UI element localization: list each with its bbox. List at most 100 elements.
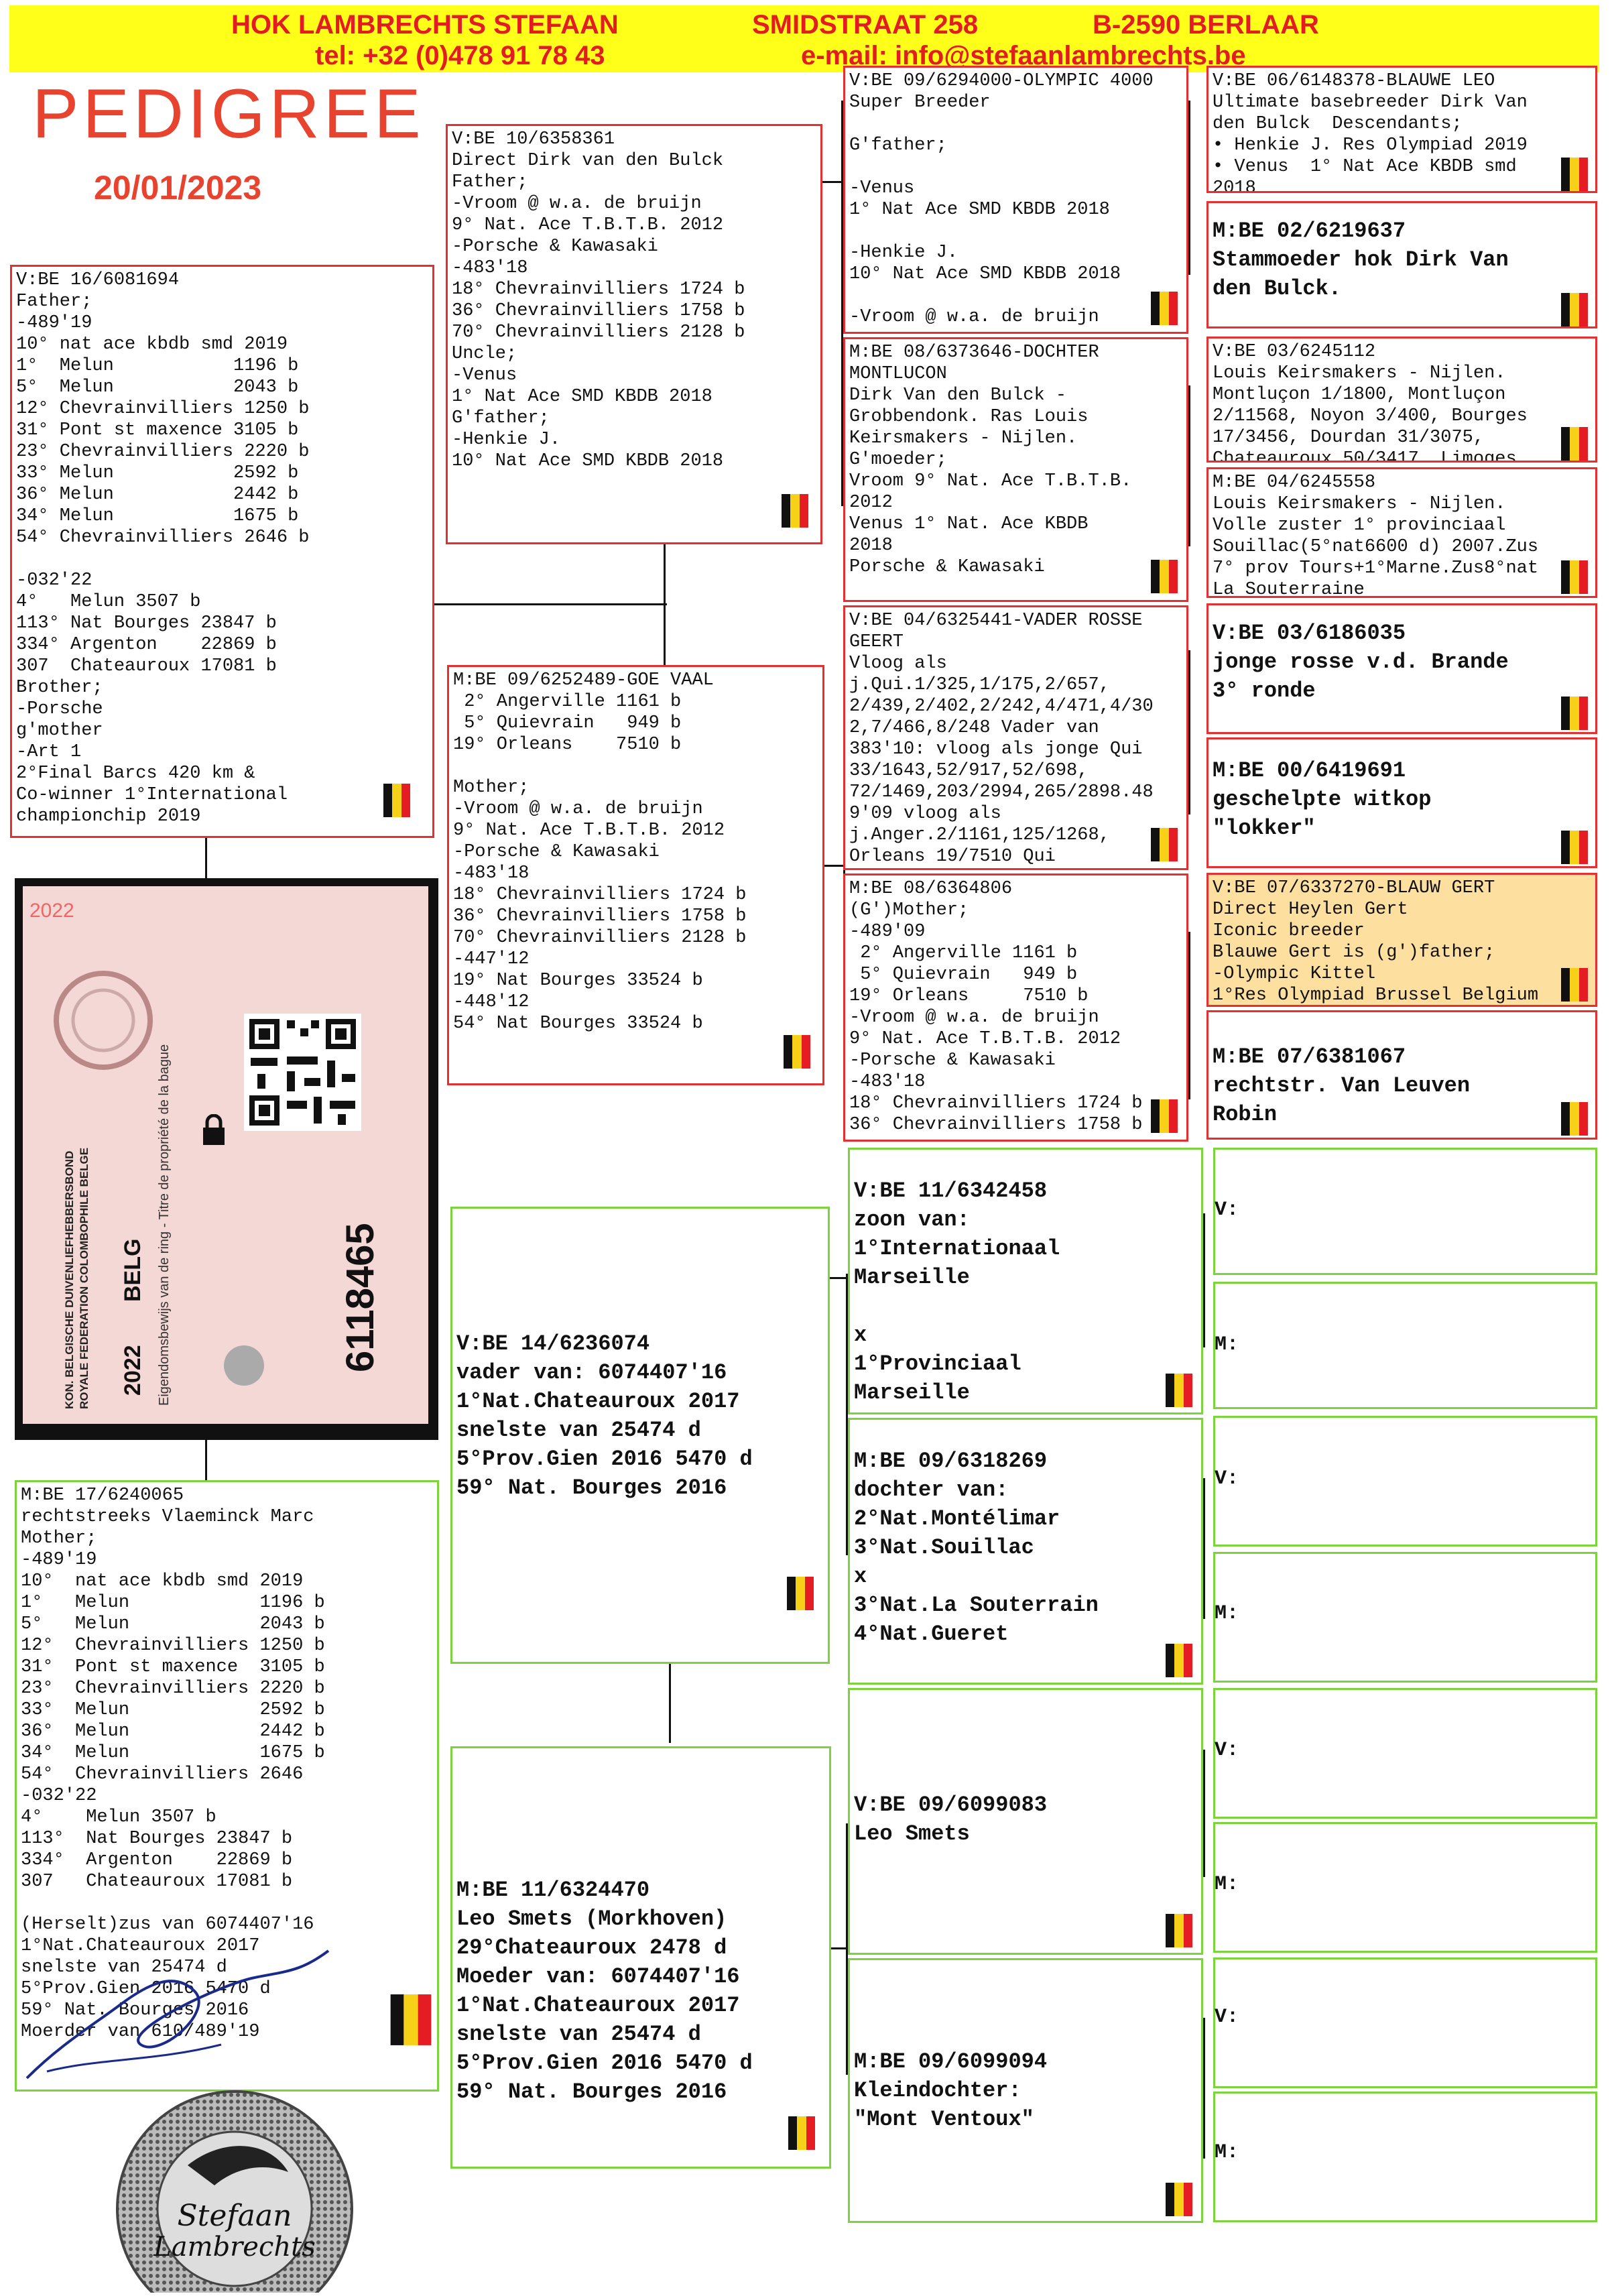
belgium-flag-icon [1561, 1102, 1588, 1136]
mother-text: M:BE 17/6240065 rechtstreeks Vlaeminck M… [21, 1486, 325, 2042]
gggp-box-14 [1213, 1822, 1597, 1953]
gggp-box-6: M:BE 00/6419691 geschelpte witkop "lokke… [1206, 737, 1597, 868]
svg-text:Lambrechts: Lambrechts [153, 2232, 316, 2262]
father-box: V:BE 16/6081694 Father; -489'19 10° nat … [10, 265, 434, 838]
gggp-text-4: M:BE 04/6245558 Louis Keirsmakers - Nijl… [1213, 473, 1539, 598]
belgium-flag-icon [1561, 560, 1588, 594]
gggp-box-2: M:BE 02/6219637 Stammoeder hok Dirk Van … [1206, 201, 1597, 328]
belgium-flag-icon [1166, 1644, 1192, 1677]
gggp-label-14: M: [1215, 1873, 1239, 1896]
ggp-text-5: V:BE 11/6342458 zoon van: 1°Internationa… [854, 1179, 1060, 1405]
gggp-text-2: M:BE 02/6219637 Stammoeder hok Dirk Van … [1213, 219, 1509, 301]
grandsire-paternal-text: V:BE 10/6358361 Direct Dirk van den Bulc… [452, 129, 745, 471]
belgium-flag-icon [784, 1035, 810, 1069]
connector-line [431, 603, 667, 605]
gggp-box-15 [1213, 1957, 1597, 2088]
father-text: V:BE 16/6081694 Father; -489'19 10° nat … [16, 270, 310, 827]
signature-image [25, 1949, 330, 2079]
connector-line [843, 731, 845, 1012]
grandsire-paternal-box: V:BE 10/6358361 Direct Dirk van den Bulc… [446, 124, 822, 544]
belgium-flag-icon [1166, 2183, 1192, 2216]
ggp-box-8: M:BE 09/6099094 Kleindochter: "Mont Vent… [848, 1958, 1203, 2223]
belgium-flag-icon [788, 2116, 815, 2150]
gggp-box-8: M:BE 07/6381067 rechtstr. Van Leuven Rob… [1206, 1010, 1597, 1140]
ggp-text-6: M:BE 09/6318269 dochter van: 2°Nat.Monté… [854, 1449, 1099, 1646]
grandsire-maternal-text: V:BE 14/6236074 vader van: 6074407'16 1°… [456, 1331, 753, 1500]
ggp-box-3: V:BE 04/6325441-VADER ROSSE GEERT Vloog … [843, 605, 1188, 870]
gggp-label-9: V: [1215, 1199, 1239, 1221]
header-bar [9, 5, 1599, 72]
belgium-flag-icon [1561, 831, 1588, 864]
belgium-flag-icon [1561, 697, 1588, 730]
ggp-text-1: V:BE 09/6294000-OLYMPIC 4000 Super Breed… [849, 71, 1154, 327]
loft-name: HOK LAMBRECHTS STEFAAN [231, 10, 619, 40]
connector-line [1203, 1478, 1205, 1619]
belgium-flag-icon [787, 1577, 814, 1610]
connector-line [1203, 2018, 1205, 2159]
granddam-paternal-box: M:BE 09/6252489-GOE VAAL 2° Angerville 1… [447, 665, 824, 1085]
gggp-box-11 [1213, 1416, 1597, 1547]
email-address: e-mail: info@stefaanlambrechts.be [801, 41, 1246, 70]
ggp-box-7: V:BE 09/6099083 Leo Smets [848, 1688, 1203, 1955]
connector-line [1188, 932, 1190, 1099]
gggp-text-5: V:BE 03/6186035 jonge rosse v.d. Brande … [1213, 621, 1509, 703]
granddam-maternal-box: M:BE 11/6324470 Leo Smets (Morkhoven) 29… [450, 1746, 831, 2169]
ggp-text-2: M:BE 08/6373646-DOCHTER MONTLUCON Dirk V… [849, 343, 1132, 577]
grandsire-maternal-box: V:BE 14/6236074 vader van: 6074407'16 1°… [450, 1207, 830, 1664]
gggp-box-7: V:BE 07/6337270-BLAUW GERT Direct Heylen… [1206, 873, 1597, 1007]
card-year-label: 2022 [29, 900, 74, 922]
ggp-box-5: V:BE 11/6342458 zoon van: 1°Internationa… [848, 1148, 1203, 1414]
ggp-text-4: M:BE 08/6364806 (G')Mother; -489'09 2° A… [849, 879, 1143, 1135]
belgium-flag-icon [390, 1994, 432, 2045]
belgium-flag-icon [1561, 968, 1588, 1002]
gggp-box-16 [1213, 2092, 1597, 2222]
ggp-box-2: M:BE 08/6373646-DOCHTER MONTLUCON Dirk V… [843, 337, 1188, 602]
belgium-flag-icon [1151, 292, 1178, 325]
belgium-flag-icon [1166, 1374, 1192, 1407]
gggp-label-11: V: [1215, 1467, 1239, 1490]
svg-text:Stefaan: Stefaan [178, 2199, 292, 2233]
belgium-flag-icon [1561, 293, 1588, 326]
federation-nl: KON. BELGISCHE DUIVENLIEFHEBBERSBOND [63, 1150, 76, 1409]
gggp-box-13 [1213, 1688, 1597, 1819]
connector-line [205, 838, 207, 878]
belgium-flag-icon [1561, 427, 1588, 461]
connector-line [846, 1274, 848, 1555]
connector-line [841, 101, 843, 506]
connector-line [205, 1440, 207, 1480]
ggp-text-3: V:BE 04/6325441-VADER ROSSE GEERT Vloog … [849, 611, 1154, 867]
gggp-text-6: M:BE 00/6419691 geschelpte witkop "lokke… [1213, 758, 1432, 841]
ggp-box-4: M:BE 08/6364806 (G')Mother; -489'09 2° A… [843, 873, 1188, 1142]
granddam-maternal-text: M:BE 11/6324470 Leo Smets (Morkhoven) 29… [456, 1878, 753, 2104]
gggp-box-10 [1213, 1282, 1597, 1409]
ring-card: 2022 6118465 2022 BELG KON. BELGISCHE DU… [23, 886, 428, 1424]
connector-line [830, 1277, 848, 1279]
card-hole [224, 1345, 264, 1386]
belgium-flag-icon [1151, 828, 1178, 861]
granddam-paternal-text: M:BE 09/6252489-GOE VAAL 2° Angerville 1… [453, 670, 747, 1034]
gggp-box-4: M:BE 04/6245558 Louis Keirsmakers - Nijl… [1206, 467, 1597, 598]
gggp-label-16: M: [1215, 2141, 1239, 2164]
connector-line [822, 181, 841, 183]
gggp-text-7: V:BE 07/6337270-BLAUW GERT Direct Heylen… [1213, 878, 1539, 1006]
gggp-label-12: M: [1215, 1602, 1239, 1625]
connector-line [824, 865, 845, 867]
belgium-flag-icon [1151, 560, 1178, 593]
gggp-box-9 [1213, 1148, 1597, 1275]
connector-line [669, 1663, 671, 1743]
gggp-label-15: V: [1215, 2006, 1239, 2029]
mother-box: M:BE 17/6240065 rechtstreeks Vlaeminck M… [15, 1480, 439, 2092]
page-title: PEDIGREE [32, 75, 425, 153]
gggp-label-10: M: [1215, 1333, 1239, 1356]
ownership-text: Eigendomsbewijs van de ring - Titre de p… [157, 1044, 172, 1406]
connector-line [1188, 101, 1190, 275]
gggp-box-3: V:BE 03/6245112 Louis Keirsmakers - Nijl… [1206, 337, 1597, 463]
gggp-text-1: V:BE 06/6148378-BLAUWE LEO Ultimate base… [1213, 71, 1528, 193]
belgium-flag-icon [1151, 1099, 1178, 1133]
pedigree-date: 20/01/2023 [94, 169, 262, 206]
ring-card-frame: 2022 6118465 2022 BELG KON. BELGISCHE DU… [15, 878, 438, 1440]
connector-line [1188, 650, 1190, 814]
belgium-flag-icon [1561, 158, 1588, 191]
connector-line [1203, 1750, 1205, 1877]
ggp-text-8: M:BE 09/6099094 Kleindochter: "Mont Vent… [854, 2049, 1048, 2132]
